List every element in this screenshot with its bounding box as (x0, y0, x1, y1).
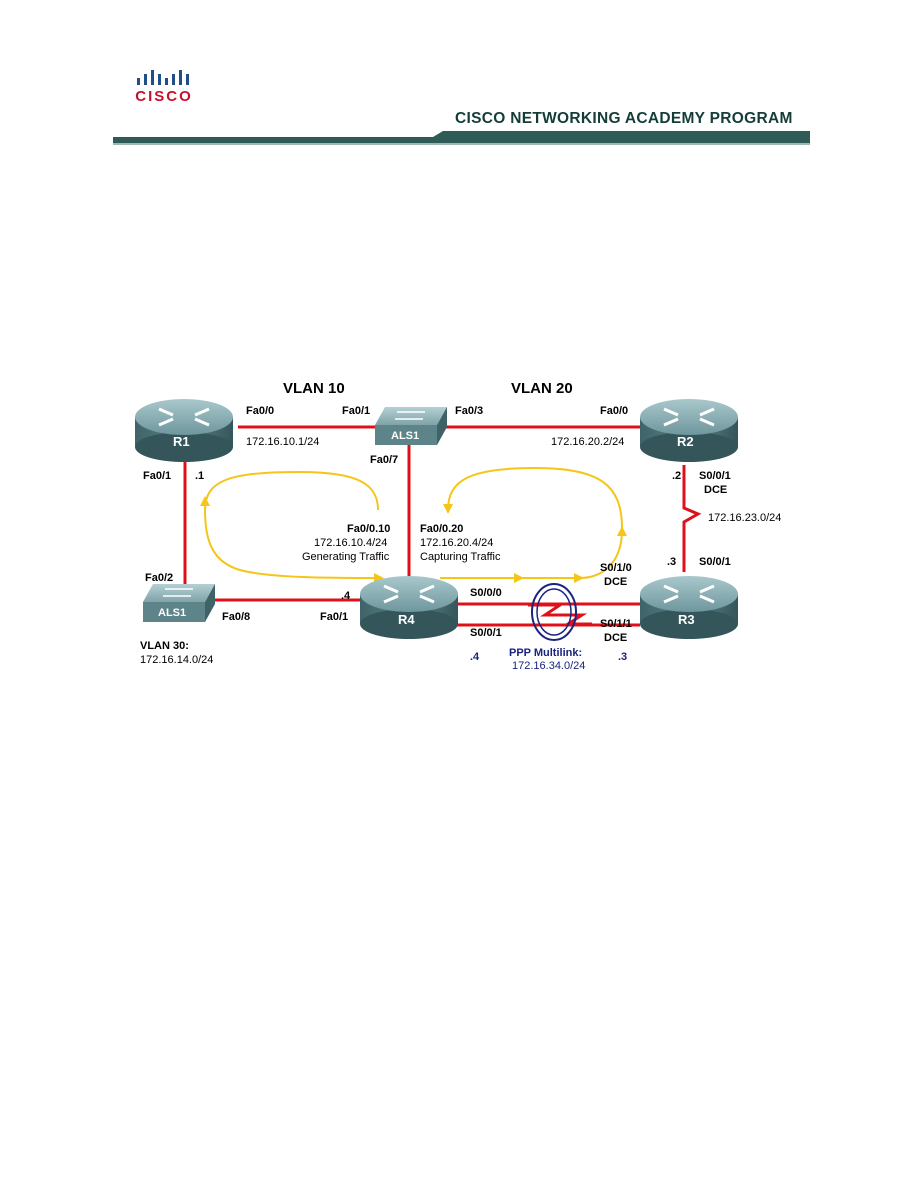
r1-fa00-label: Fa0/0 (246, 405, 274, 417)
als-fa07-label: Fa0/7 (370, 454, 398, 466)
vlan10-label: VLAN 10 (283, 380, 345, 397)
switch-als1-bottom (143, 584, 215, 622)
r1-net-label: 172.16.10.1/24 (246, 436, 319, 448)
gen-traffic-label: Generating Traffic (302, 551, 390, 563)
network-links (183, 425, 702, 627)
device-label-r2: R2 (677, 434, 694, 449)
r1-fa01-label: Fa0/1 (143, 470, 171, 482)
device-label-als1-top: ALS1 (391, 430, 419, 442)
router-arrows-icon (383, 584, 435, 604)
cisco-logo-text: CISCO (135, 88, 193, 105)
serial-zigzag-icon (528, 603, 592, 626)
r2r3-net-label: 172.16.23.0/24 (708, 512, 781, 524)
r2-dot2-label: .2 (672, 470, 681, 482)
capturing-traffic-arrow (443, 466, 623, 529)
banner-title: CISCO NETWORKING ACADEMY PROGRAM (455, 110, 793, 127)
switch-arrows-icon (395, 411, 425, 420)
fa02-label: Fa0/2 (145, 572, 173, 584)
r3-dot3-bottom-label: .3 (618, 651, 627, 663)
router-r4 (360, 576, 458, 639)
r3-dce2-label: DCE (604, 632, 627, 644)
sub20-label: Fa0/0.20 (420, 523, 463, 535)
router-r1 (135, 399, 233, 462)
r2-net-label: 172.16.20.2/24 (551, 436, 624, 448)
sub10-label: Fa0/0.10 (347, 523, 390, 535)
sub10-ip-label: 172.16.10.4/24 (314, 537, 387, 549)
r3-s011-label: S0/1/1 (600, 618, 632, 630)
r4-fa01-label: Fa0/1 (320, 611, 348, 623)
device-label-r1: R1 (173, 434, 190, 449)
device-label-r3: R3 (678, 612, 695, 627)
fa08-label: Fa0/8 (222, 611, 250, 623)
cisco-bridge-icon (137, 70, 189, 85)
header-band (113, 131, 810, 145)
r2-fa00-label: Fa0/0 (600, 405, 628, 417)
vlan30-label: VLAN 30: (140, 640, 189, 652)
r2-dce-label: DCE (704, 484, 727, 496)
ppp-multilink-label: PPP Multilink: (509, 647, 582, 659)
r3-s010-label: S0/1/0 (600, 562, 632, 574)
switch-als1-top (375, 407, 447, 445)
r4-dot4-label: .4 (341, 590, 351, 602)
r3-s001-label: S0/0/1 (699, 556, 731, 568)
r1-dot1-label: .1 (195, 470, 204, 482)
vlan20-label: VLAN 20 (511, 380, 573, 397)
r4-s000-label: S0/0/0 (470, 587, 502, 599)
router-r2 (640, 399, 738, 462)
sub20-ip-label: 172.16.20.4/24 (420, 537, 493, 549)
router-arrows-icon (663, 584, 715, 604)
r3-dot3-top-label: .3 (667, 556, 676, 568)
r4-dot4-bottom-label: .4 (470, 651, 480, 663)
ppp-net-label: 172.16.34.0/24 (512, 660, 585, 672)
r4-s001-label: S0/0/1 (470, 627, 502, 639)
traffic-arrows (200, 466, 627, 583)
r2-s001-label: S0/0/1 (699, 470, 731, 482)
cisco-logo: CISCO (132, 68, 196, 108)
device-label-als1-bottom: ALS1 (158, 607, 186, 619)
multilink-circle-icon (531, 583, 577, 641)
switch-arrows-icon (163, 588, 193, 597)
device-label-r4: R4 (398, 612, 415, 627)
generating-traffic-arrow (203, 470, 384, 583)
vlan30-net-label: 172.16.14.0/24 (140, 654, 213, 666)
router-arrows-icon (663, 407, 715, 427)
router-arrows-icon (158, 407, 210, 427)
als-fa03-label: Fa0/3 (455, 405, 483, 417)
cap-traffic-label: Capturing Traffic (420, 551, 501, 563)
router-r3 (640, 576, 738, 639)
als-fa01-label: Fa0/1 (342, 405, 370, 417)
r3-dce1-label: DCE (604, 576, 627, 588)
link-r2-r3-serial (682, 465, 702, 572)
capturing-up-arrow (579, 526, 627, 579)
